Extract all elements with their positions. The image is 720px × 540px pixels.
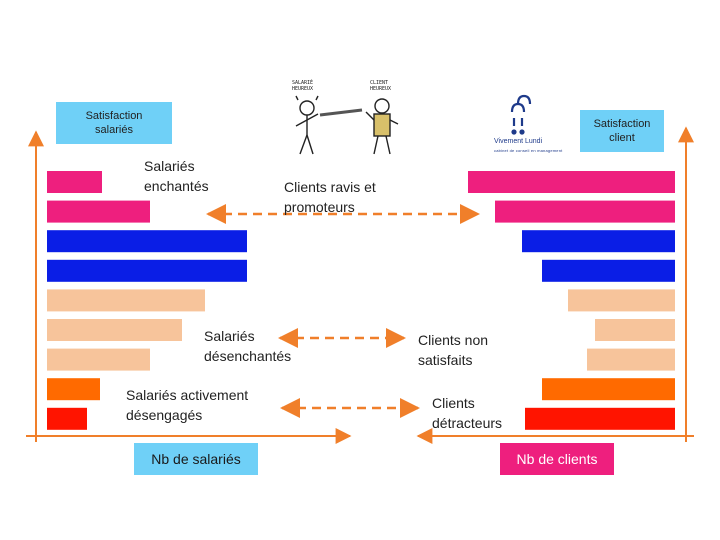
label-clients-non-satisfaits: Clients non satisfaits — [418, 332, 489, 368]
right-bar-6 — [595, 319, 675, 341]
satisfaction-client-box: Satisfaction client — [580, 110, 664, 152]
satisfaction-client-label: Satisfaction client — [593, 118, 651, 144]
satisfaction-salaries-box: Satisfaction salariés — [56, 102, 172, 144]
right-bar-9 — [525, 407, 675, 430]
left-bar-4 — [47, 259, 247, 282]
nb-salaries-box: Nb de salariés — [134, 443, 258, 475]
left-bars — [47, 171, 247, 430]
right-bars — [468, 171, 675, 430]
left-bar-5 — [47, 289, 205, 312]
happy-employee-caption: SALARIÉ HEUREUX — [292, 80, 314, 92]
label-salaries-desenchantes: Salariés désenchantés — [204, 328, 292, 364]
right-bar-8 — [542, 378, 675, 401]
left-bar-6 — [47, 319, 182, 341]
right-bar-1 — [468, 171, 675, 193]
nb-clients-label: Nb de clients — [516, 451, 598, 467]
label-salaries-enchantes: Salariés enchantés — [144, 158, 209, 194]
logo-tagline: cabinet de conseil en management — [494, 148, 563, 153]
label-salaries-desengages: Salariés activement désengagés — [126, 387, 249, 423]
left-bar-2 — [47, 200, 150, 223]
link-line — [319, 108, 363, 117]
right-bar-5 — [568, 289, 675, 312]
left-bar-1 — [47, 171, 102, 193]
right-bar-3 — [522, 230, 675, 253]
left-bar-3 — [47, 230, 247, 253]
vivement-lundi-logo-mark — [510, 94, 532, 135]
right-bar-7 — [587, 348, 675, 371]
nb-clients-box: Nb de clients — [500, 443, 614, 475]
satisfaction-salaries-label: Satisfaction salariés — [85, 110, 143, 136]
left-bar-8 — [47, 378, 100, 401]
left-bar-9 — [47, 407, 87, 430]
happy-client-figure — [365, 98, 399, 155]
happy-client-caption: CLIENT HEUREUX — [370, 80, 392, 92]
right-bar-4 — [542, 259, 675, 282]
nb-salaries-label: Nb de salariés — [151, 451, 241, 467]
logo-name: Vivement Lundi — [494, 138, 543, 145]
right-bar-2 — [495, 200, 675, 223]
left-bar-7 — [47, 348, 150, 371]
label-clients-detracteurs: Clients détracteurs — [432, 395, 503, 431]
happy-employee-figure — [295, 95, 319, 155]
label-clients-ravis: Clients ravis et promoteurs — [284, 179, 376, 215]
